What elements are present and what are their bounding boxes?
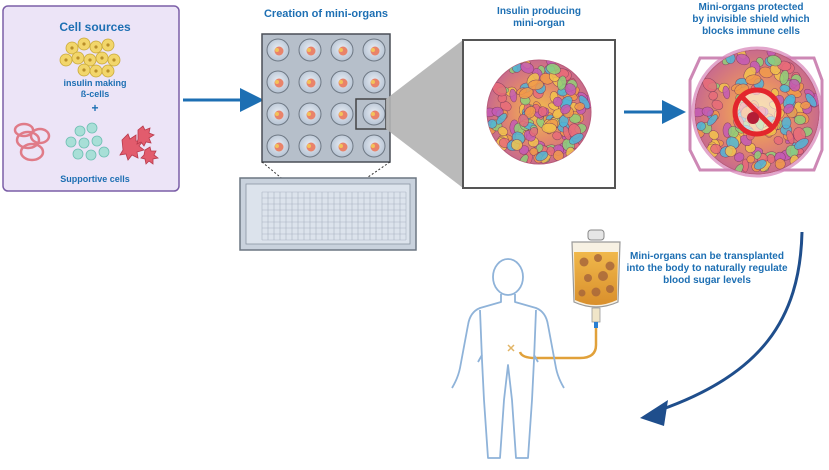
insulin-cells-label-2: ß-cells xyxy=(80,89,110,99)
transplant-text-2: into the body to naturally regulate xyxy=(626,263,788,274)
cell-sources-panel xyxy=(2,5,180,192)
insertion-site-icon xyxy=(507,344,515,352)
teal-support-cells xyxy=(65,122,110,161)
protected-mini-organ xyxy=(688,46,824,178)
red-support-cells xyxy=(119,125,159,165)
human-body-icon xyxy=(451,258,565,459)
iv-tube xyxy=(518,328,598,360)
supportive-cells-label: Supportive cells xyxy=(60,174,130,184)
insulin-organ-title-2: mini-organ xyxy=(513,18,565,29)
transplant-text-1: Mini-organs can be transplanted xyxy=(630,251,784,262)
zoom-cone xyxy=(386,40,463,188)
cell-sources-title: Cell sources xyxy=(59,20,131,34)
prohibited-icon xyxy=(732,87,782,137)
mini-organ-frame xyxy=(462,39,616,189)
protected-title-2: by invisible shield which xyxy=(692,14,810,25)
pink-support-cells xyxy=(13,122,51,162)
transplant-text-3: blood sugar levels xyxy=(663,275,751,286)
insulin-organ-title-1: Insulin producing xyxy=(497,6,581,17)
curved-arrow xyxy=(659,231,804,412)
plus-sign: + xyxy=(91,101,99,115)
protected-title-3: blocks immune cells xyxy=(702,26,800,37)
iv-bag-icon xyxy=(571,229,621,328)
curved-arrow-head xyxy=(640,400,668,426)
well-plate xyxy=(261,33,391,163)
insulin-cells-label-1: insulin making xyxy=(63,78,127,88)
creation-title: Creation of mini-organs xyxy=(263,8,389,20)
microplate xyxy=(239,177,417,251)
protected-title-1: Mini-organs protected xyxy=(698,2,804,13)
